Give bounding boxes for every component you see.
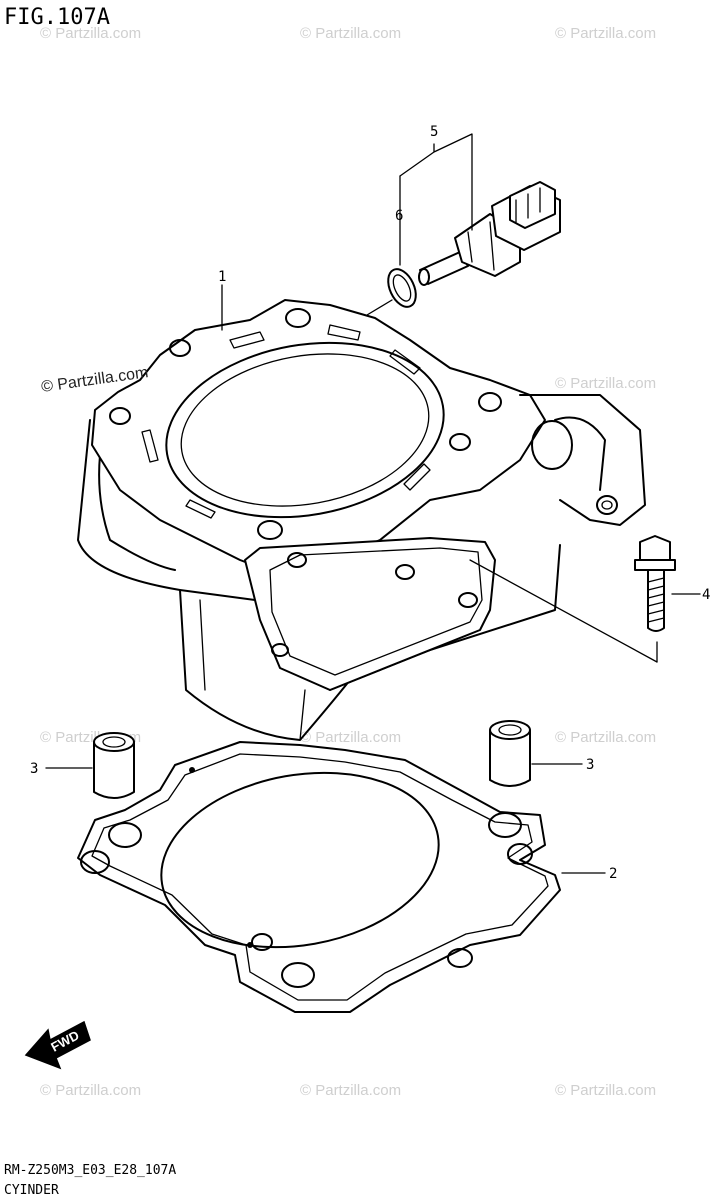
callout-1[interactable]: 1 — [218, 269, 226, 285]
watermark: © Partzilla.com — [555, 1082, 656, 1099]
callout-3-leaders — [45, 763, 583, 769]
part-4-bolt[interactable] — [634, 535, 676, 632]
callout-6[interactable]: 6 — [395, 208, 403, 224]
figure-title: FIG.107A — [4, 5, 110, 30]
callout-4[interactable]: 4 — [702, 587, 710, 603]
callout-5[interactable]: 5 — [430, 124, 438, 140]
watermark: © Partzilla.com — [300, 1082, 401, 1099]
watermark: © Partzilla.com — [40, 1082, 141, 1099]
forward-arrow-icon: FWD — [24, 1020, 91, 1070]
part-6-o-ring[interactable] — [383, 265, 422, 311]
watermark: © Partzilla.com — [555, 375, 656, 392]
callout-3[interactable]: 3 — [586, 757, 594, 773]
watermark: © Partzilla.com — [40, 25, 141, 42]
part-3-dowel-left[interactable] — [93, 732, 135, 799]
callout-2[interactable]: 2 — [609, 866, 617, 882]
part-3-dowel-right[interactable] — [489, 720, 531, 787]
footer-code: RM-Z250M3_E03_E28_107A — [4, 1163, 176, 1178]
part-5-sensor[interactable] — [418, 181, 561, 286]
watermark: © Partzilla.com — [300, 25, 401, 42]
callout-3[interactable]: 3 — [30, 761, 38, 777]
footer-name: CYINDER — [4, 1183, 59, 1198]
watermark: © Partzilla.com — [300, 729, 401, 746]
callout-5-6-leader — [361, 133, 473, 319]
watermark: © Partzilla.com — [555, 25, 656, 42]
part-2-gasket[interactable] — [77, 741, 561, 1013]
callout-4-leader — [469, 559, 701, 663]
part-1-cylinder[interactable] — [77, 299, 646, 741]
watermark: © Partzilla.com — [555, 729, 656, 746]
